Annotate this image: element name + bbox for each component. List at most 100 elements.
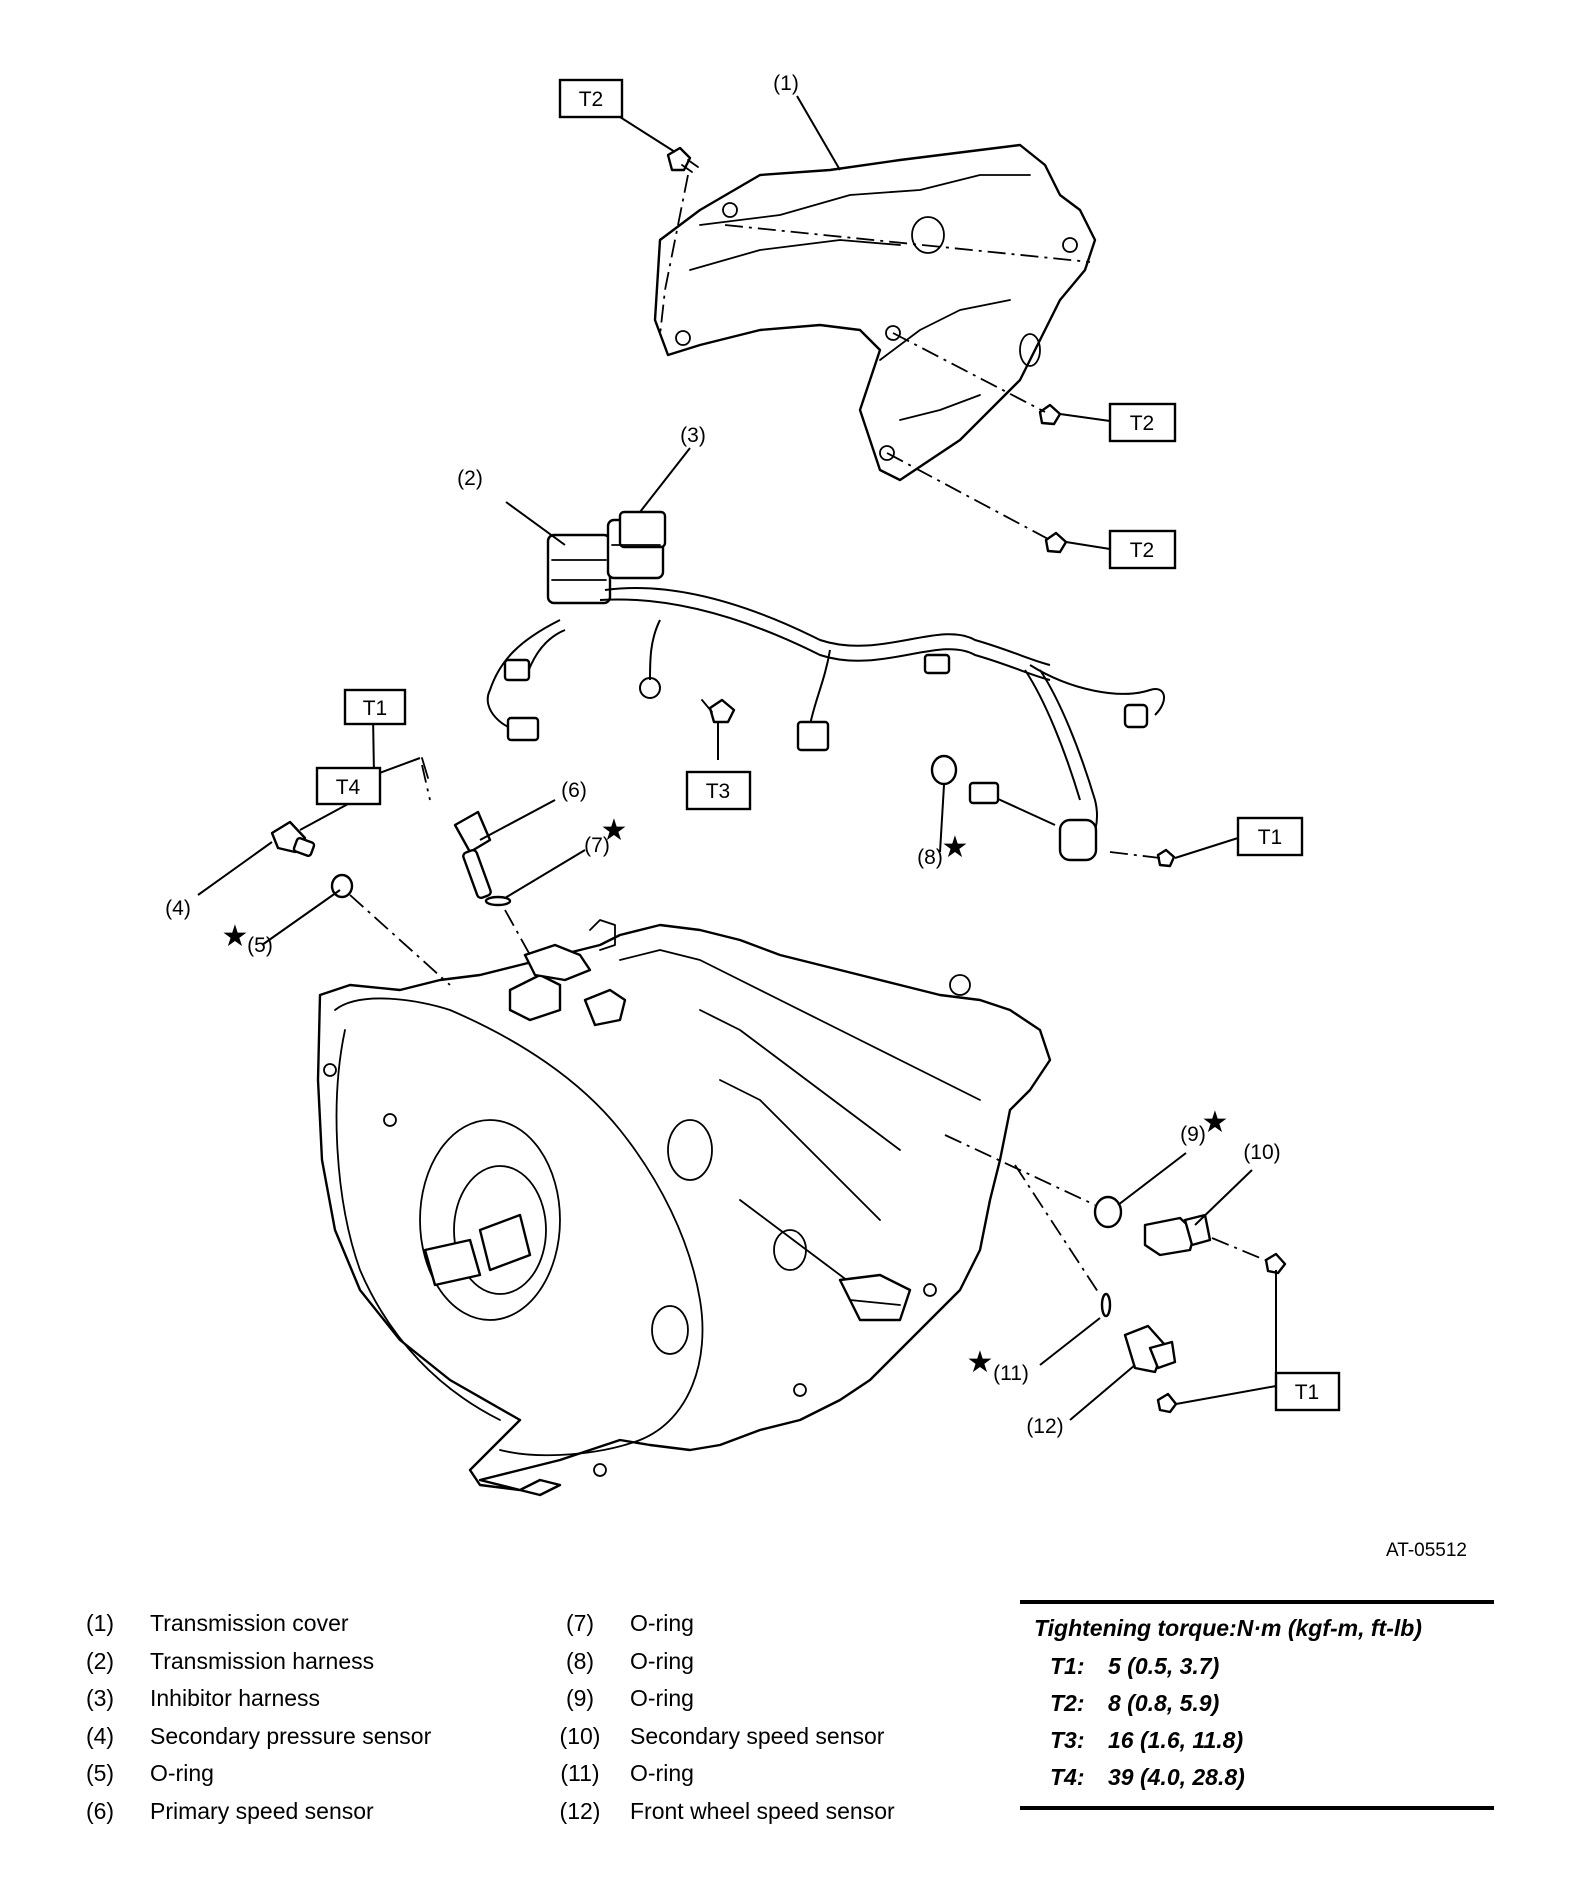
transmission-cover [653, 143, 1097, 482]
legend-label: O-ring [630, 1685, 694, 1712]
bolt-t1-front-wheel-speed-sensor [1156, 1392, 1178, 1414]
legend-label: Inhibitor harness [150, 1685, 321, 1712]
bolt-t2-middle [1038, 403, 1062, 426]
torque-table: Tightening torque:N·m (kgf-m, ft-lb) T1:… [1020, 1600, 1494, 1810]
callout-2: (2) [457, 467, 483, 490]
legend-number: (3) [85, 1685, 115, 1712]
o-ring-8 [930, 754, 958, 786]
torque-value: 16 (1.6, 11.8) [1108, 1727, 1244, 1753]
torque-tag-label: T3 [706, 780, 731, 803]
figure-code: AT-05512 [1386, 1540, 1467, 1561]
legend-item: (3) Inhibitor harness [80, 1680, 431, 1718]
star-icon: ★ [967, 1345, 994, 1380]
legend-item: (6) Primary speed sensor [80, 1793, 431, 1831]
torque-tag-label: T1 [1295, 1381, 1320, 1404]
legend-label: O-ring [630, 1610, 694, 1637]
legend-number: (11) [560, 1760, 600, 1787]
legend-number: (5) [85, 1760, 115, 1787]
legend-column-left: (1) Transmission cover (2) Transmission ha… [80, 1605, 431, 1830]
legend-label: Transmission harness [150, 1647, 375, 1674]
star-icon: ★ [601, 813, 628, 848]
star-icon: ★ [942, 830, 969, 865]
exploded-view-diagram: T2 T2 T2 T1 T4 T3 T1 T1 (1) (2) (3) (4) … [165, 72, 1341, 1497]
torque-tag-t1-lower: T1 [1274, 1371, 1341, 1412]
o-ring-11 [1100, 1292, 1112, 1318]
torque-key: T3: [1050, 1727, 1085, 1753]
torque-row: T2: 8 (0.8, 5.9) [1020, 1685, 1494, 1722]
primary-speed-sensor [421, 757, 492, 900]
legend-item: (11) O-ring [555, 1755, 895, 1793]
legend-item: (7) O-ring [555, 1605, 895, 1643]
torque-tag-t1-harness: T1 [1236, 816, 1304, 857]
legend-column-right: (7) O-ring (8) O-ring (9) O-ring (10) Second… [555, 1605, 895, 1830]
callout-5: (5) [247, 934, 273, 957]
o-ring-9 [1093, 1195, 1123, 1229]
bolt-t2-lower [1044, 531, 1068, 554]
legend-number: (2) [85, 1647, 115, 1674]
legend-item: (2) Transmission harness [80, 1643, 431, 1681]
torque-key: T1: [1050, 1653, 1085, 1679]
bolt-t1-harness [1156, 848, 1176, 868]
torque-table-heading: Tightening torque:N·m (kgf-m, ft-lb) [1034, 1614, 1422, 1641]
legend-number: (1) [85, 1610, 115, 1637]
legend-label: O-ring [630, 1760, 694, 1787]
legend-label: O-ring [630, 1647, 694, 1674]
legend-label: O-ring [150, 1760, 214, 1787]
legend-label: Front wheel speed sensor [630, 1797, 895, 1824]
callout-6: (6) [561, 779, 587, 802]
legend-item: (4) Secondary pressure sensor [80, 1718, 431, 1756]
torque-tag-t1-sensor6: T1 [343, 688, 407, 726]
legend-number: (7) [565, 1610, 595, 1637]
legend-number: (10) [559, 1722, 601, 1749]
torque-tag-label: T2 [1130, 412, 1155, 435]
callout-4: (4) [165, 897, 191, 920]
torque-tag-t2-top: T2 [558, 78, 624, 119]
front-wheel-speed-sensor [1123, 1324, 1177, 1374]
legend-item: (1) Transmission cover [80, 1605, 431, 1643]
torque-tag-t2-middle: T2 [1108, 402, 1177, 443]
callout-10: (10) [1243, 1141, 1280, 1164]
callout-7: (7) [584, 834, 610, 857]
legend-item: (5) O-ring [80, 1755, 431, 1793]
torque-tag-t4: T4 [315, 766, 382, 806]
callout-8: (8) [917, 846, 943, 869]
torque-value: 5 (0.5, 3.7) [1108, 1653, 1220, 1679]
torque-tag-label: T4 [336, 776, 361, 799]
o-ring-7 [484, 895, 512, 907]
legend-label: Secondary pressure sensor [150, 1722, 432, 1749]
star-icon: ★ [1202, 1105, 1229, 1140]
bolt-t2-upper [666, 146, 699, 173]
legend-item: (8) O-ring [555, 1643, 895, 1681]
torque-tag-t3: T3 [685, 770, 752, 811]
torque-value: 39 (4.0, 28.8) [1108, 1764, 1245, 1790]
assembly-lines [349, 174, 1266, 1296]
bolt-t3 [701, 698, 736, 724]
legend-item: (9) O-ring [555, 1680, 895, 1718]
legend-number: (6) [85, 1797, 115, 1824]
legend-number: (8) [565, 1647, 595, 1674]
star-icon: ★ [222, 919, 249, 954]
legend-label: Secondary speed sensor [630, 1722, 885, 1749]
callout-1: (1) [773, 72, 799, 95]
legend-number: (9) [565, 1685, 595, 1712]
torque-key: T2: [1050, 1690, 1085, 1716]
torque-tag-label: T1 [363, 697, 388, 720]
legend-label: Transmission cover [150, 1610, 349, 1637]
torque-row: T4: 39 (4.0, 28.8) [1020, 1759, 1494, 1796]
torque-key: T4: [1050, 1764, 1085, 1790]
transmission-case [316, 919, 1052, 1497]
torque-tag-label: T2 [579, 88, 604, 111]
secondary-pressure-sensor [270, 820, 316, 858]
legend-number: (4) [85, 1722, 115, 1749]
bolt-t1-secondary-speed-sensor [1264, 1252, 1287, 1275]
legend-label: Primary speed sensor [150, 1797, 374, 1824]
torque-value: 8 (0.8, 5.9) [1108, 1690, 1220, 1716]
torque-row: T1: 5 (0.5, 3.7) [1020, 1648, 1494, 1685]
torque-row: T3: 16 (1.6, 11.8) [1020, 1722, 1494, 1759]
callout-11: (11) [993, 1362, 1029, 1385]
torque-tag-label: T1 [1258, 826, 1283, 849]
leader-lines [197, 95, 1277, 1421]
legend-item: (10) Secondary speed sensor [555, 1718, 895, 1756]
torque-tag-t2-lower: T2 [1108, 529, 1177, 570]
torque-tag-label: T2 [1130, 539, 1155, 562]
